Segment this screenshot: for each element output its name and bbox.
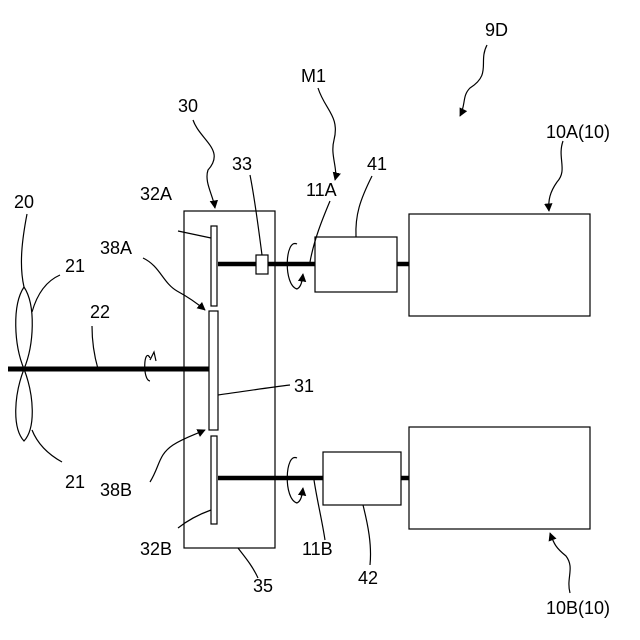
leader-22 bbox=[92, 326, 98, 369]
leader-42 bbox=[363, 505, 371, 565]
coupling-33 bbox=[256, 255, 268, 274]
leader-20 bbox=[21, 214, 27, 287]
leader-10b bbox=[550, 533, 570, 593]
label-33: 33 bbox=[232, 154, 252, 174]
device-41 bbox=[315, 237, 397, 292]
leader-41 bbox=[356, 176, 372, 237]
leader-35 bbox=[238, 548, 258, 578]
engine-10b bbox=[409, 427, 590, 529]
label-31: 31 bbox=[294, 376, 314, 396]
leader-21-top bbox=[32, 275, 60, 312]
engine-10a bbox=[409, 214, 590, 316]
gear-32b bbox=[211, 436, 217, 524]
leader-m1 bbox=[318, 88, 336, 180]
label-35: 35 bbox=[253, 576, 273, 596]
label-32a: 32A bbox=[140, 184, 172, 204]
rotation-arrow-propeller-shaft-head bbox=[150, 352, 156, 361]
label-11a: 11A bbox=[306, 180, 337, 200]
label-21-bottom: 21 bbox=[65, 472, 85, 492]
label-m1: M1 bbox=[301, 66, 326, 86]
label-10a: 10A(10) bbox=[546, 122, 610, 142]
label-21-top: 21 bbox=[65, 256, 85, 276]
leader-10a bbox=[549, 141, 563, 211]
gear-32a bbox=[211, 226, 217, 306]
propeller-blade-top bbox=[16, 287, 33, 369]
label-11b: 11B bbox=[302, 539, 333, 559]
propeller-blade-bottom bbox=[16, 369, 33, 441]
leader-21-bottom bbox=[32, 430, 62, 462]
label-41: 41 bbox=[367, 154, 387, 174]
label-32b: 32B bbox=[140, 539, 172, 559]
label-10b: 10B(10) bbox=[546, 598, 610, 618]
label-20: 20 bbox=[14, 192, 34, 212]
gear-31 bbox=[209, 311, 218, 430]
label-30: 30 bbox=[178, 96, 198, 116]
label-38a: 38A bbox=[100, 238, 132, 258]
label-22: 22 bbox=[90, 302, 110, 322]
leader-30 bbox=[193, 120, 215, 208]
leader-9d bbox=[460, 45, 487, 116]
device-42 bbox=[323, 452, 401, 505]
label-42: 42 bbox=[358, 568, 378, 588]
label-9d: 9D bbox=[485, 20, 508, 40]
label-38b: 38B bbox=[100, 480, 132, 500]
